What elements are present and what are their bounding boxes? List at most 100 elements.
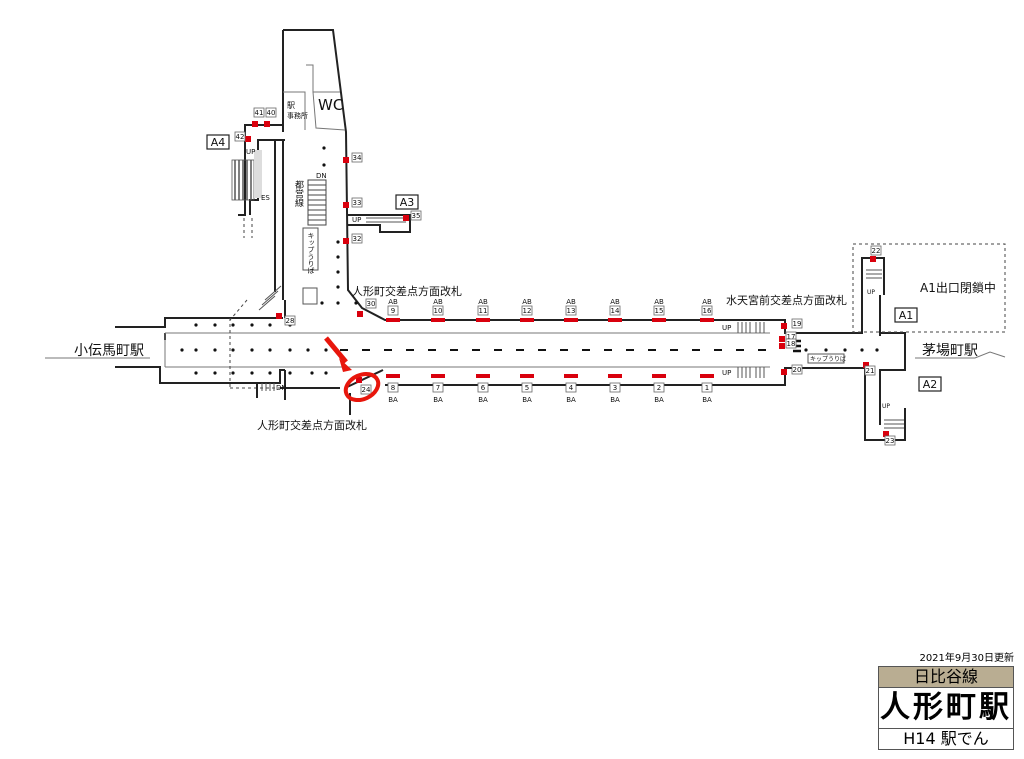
station-info-panel: 2021年9月30日更新 日比谷線 人形町駅 H14 駅でん	[878, 652, 1014, 750]
car-number-box	[521, 382, 533, 393]
ticket-machine-north	[302, 227, 319, 271]
exit-point-marker	[343, 202, 349, 208]
exit-point-marker	[863, 362, 869, 368]
platform-mark	[428, 349, 436, 351]
car-door-marker	[608, 374, 622, 378]
exit-point-box	[884, 435, 896, 446]
car-number-top: 10	[434, 307, 443, 315]
platform-mark	[604, 349, 612, 351]
car-direction-top: AB	[566, 298, 576, 306]
east-station-underline	[915, 351, 1006, 359]
pillars	[180, 146, 879, 375]
exit-point-box	[791, 318, 803, 329]
pillar-dot	[336, 285, 340, 289]
exit-point-box	[870, 245, 882, 256]
platform-mark	[626, 349, 634, 351]
stair-up-east-bottom: UP	[722, 369, 731, 377]
pillar-dot	[322, 163, 326, 167]
exit-point-box	[410, 210, 422, 221]
east-stairs	[258, 217, 904, 429]
car-direction-top: AB	[610, 298, 620, 306]
stair-up-a4: UP	[246, 148, 255, 156]
platform-mark	[406, 349, 414, 351]
gate-south-label: 人形町交差点方面改札	[257, 418, 367, 432]
car-number-top: 15	[655, 307, 664, 315]
car-door-marker	[652, 318, 666, 322]
exit-point-box	[253, 107, 265, 118]
car-number-bottom: 1	[705, 384, 709, 392]
pillar-dot	[180, 348, 184, 352]
car-number-top: 11	[479, 307, 488, 315]
a4-stairs	[231, 150, 262, 238]
exit-point-marker	[403, 215, 409, 221]
platform-mark	[340, 349, 348, 351]
exit-a2-box	[918, 376, 942, 392]
exit-point-number: 28	[286, 317, 295, 325]
exit-point-number: 30	[367, 300, 376, 308]
car-number-top: 14	[611, 307, 620, 315]
car-door-marker	[564, 374, 578, 378]
stair-up-a3: UP	[352, 216, 361, 224]
office-label-2: 事務所	[287, 111, 308, 120]
car-door-marker	[386, 374, 400, 378]
exit-point-box	[234, 131, 246, 142]
car-direction-bottom: BA	[566, 396, 576, 404]
escalator-label: ES	[261, 194, 270, 202]
ticket-machine-east	[807, 353, 845, 364]
car-direction-bottom: BA	[388, 396, 398, 404]
car-number-top: 9	[391, 307, 395, 315]
car-direction-bottom: BA	[702, 396, 712, 404]
pillar-dot	[194, 323, 198, 327]
exit-a4-box	[206, 134, 230, 150]
pillar-dot	[250, 348, 254, 352]
gate-east-label: 水天宮前交差点方面改札	[726, 293, 847, 307]
pillar-dot	[310, 371, 314, 375]
car-number-box	[565, 382, 577, 393]
car-door-marker	[520, 318, 534, 322]
exit-point-box	[351, 152, 363, 163]
exit-point-box	[785, 338, 797, 349]
car-number-top: 16	[703, 307, 712, 315]
car-direction-bottom: BA	[433, 396, 443, 404]
car-number-bottom: 7	[436, 384, 440, 392]
car-door-marker	[431, 318, 445, 322]
exit-point-box	[791, 364, 803, 375]
a3-passage	[348, 214, 411, 233]
platform-mark	[648, 349, 656, 351]
exit-point-number: 34	[353, 154, 362, 162]
exit-point-marker	[343, 238, 349, 244]
exit-point-number: 42	[236, 133, 245, 141]
platform-mark	[384, 349, 392, 351]
exit-point-marker	[779, 336, 785, 342]
east-outline	[784, 257, 906, 441]
car-number-top: 12	[523, 307, 532, 315]
platform-mark	[692, 349, 700, 351]
west-station-label: 小伝馬町駅	[74, 343, 144, 359]
platform-mark	[736, 349, 744, 351]
car-door-marker	[700, 318, 714, 322]
station-name: 人形町駅	[878, 688, 1014, 729]
car-direction-top: AB	[654, 298, 664, 306]
car-number-box	[609, 382, 621, 393]
toei-line-label: 都営線	[293, 180, 304, 207]
pillar-dot	[804, 348, 808, 352]
exit-a3-box	[395, 194, 419, 210]
platform-mark	[494, 349, 502, 351]
pillar-dot	[860, 348, 864, 352]
car-door-marker	[608, 318, 622, 322]
car-number-box	[387, 382, 399, 393]
car-number-box	[653, 305, 665, 316]
highlight-circle	[343, 371, 381, 403]
pillar-dot	[268, 371, 272, 375]
exit-point-marker	[781, 369, 787, 375]
pillar-dot	[231, 323, 235, 327]
kiosk	[302, 287, 318, 305]
pillar-dot	[194, 348, 198, 352]
exit-point-number: 23	[886, 437, 895, 445]
car-direction-bottom: BA	[654, 396, 664, 404]
pillar-dot	[213, 348, 217, 352]
a1-closed-label: A1出口閉鎖中	[920, 280, 996, 295]
toei-stairs	[307, 179, 327, 226]
exit-point-number: 22	[872, 247, 881, 255]
east-station-label: 茅場町駅	[922, 343, 978, 359]
